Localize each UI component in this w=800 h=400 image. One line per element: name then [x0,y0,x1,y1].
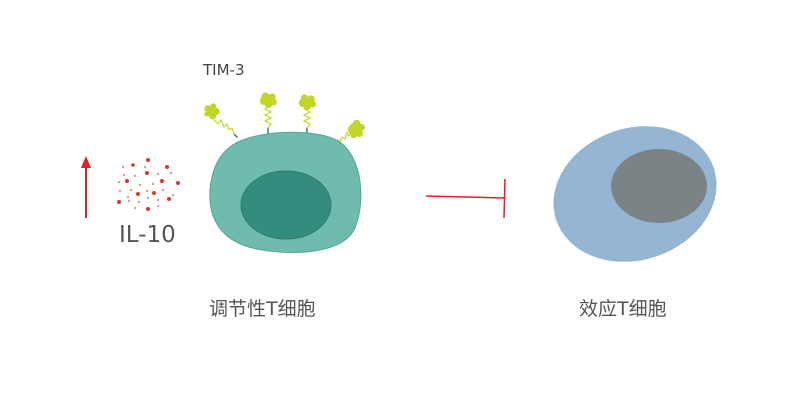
effector-t-cell [553,126,717,262]
regulatory-t-cell [209,131,362,253]
cytokine-label: IL-10 [119,222,176,248]
treg-nucleus [240,170,332,240]
upregulation-arrow-icon [81,156,91,218]
regulatory-cell-label: 调节性T细胞 [209,298,316,320]
receptor-icon [204,103,238,138]
receptor-icon [298,94,316,134]
il10-particles [117,158,180,211]
teff-nucleus [611,149,707,223]
inhibition-icon [425,178,506,219]
receptor-label: TIM-3 [203,61,245,79]
receptor-icon [259,92,277,134]
effector-cell-label: 效应T细胞 [579,298,667,320]
